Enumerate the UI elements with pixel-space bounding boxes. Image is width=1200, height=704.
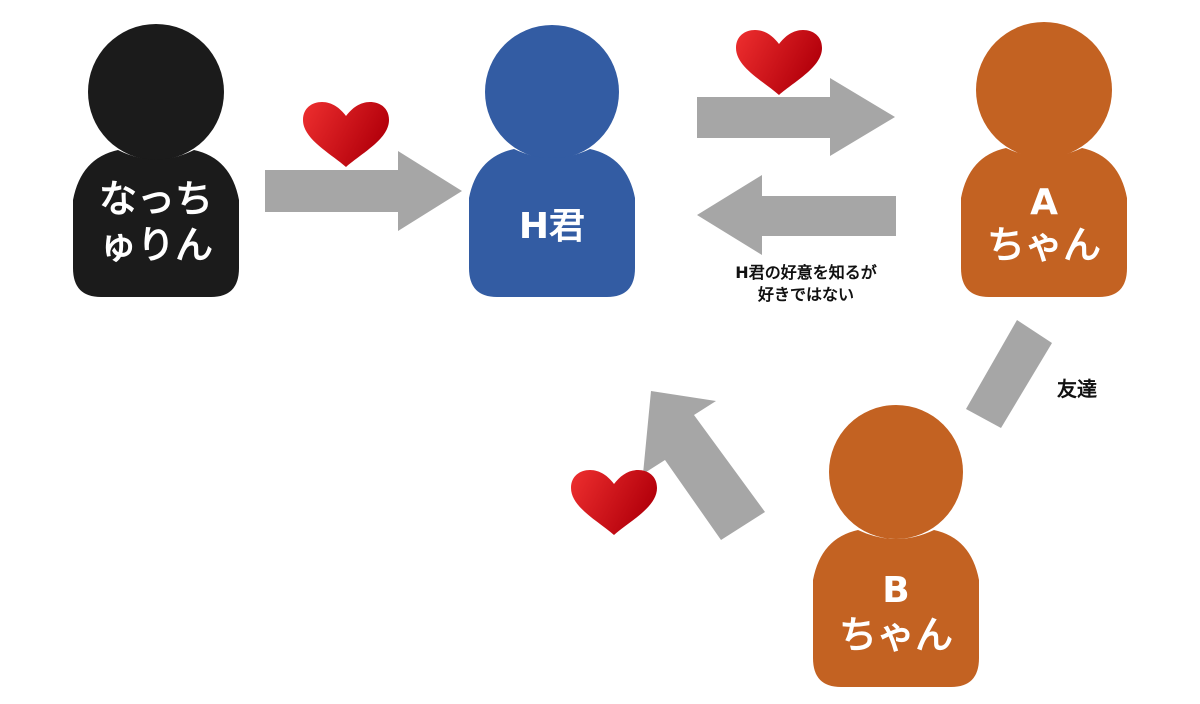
note-h-knows-line1: H君の好意を知るが bbox=[735, 263, 876, 282]
person-name-line1: A bbox=[1030, 182, 1058, 223]
person-h-kun: H君 bbox=[469, 25, 635, 297]
person-head bbox=[88, 24, 224, 160]
person-body bbox=[73, 150, 239, 297]
person-head bbox=[485, 25, 619, 159]
person-natchurin: なっち ゅりん bbox=[73, 24, 239, 297]
heart-icon bbox=[303, 102, 389, 167]
note-friends: 友達 bbox=[1057, 377, 1097, 401]
arrow-b-to-h bbox=[643, 391, 765, 540]
person-body bbox=[469, 149, 635, 297]
person-body bbox=[813, 530, 979, 687]
arrow-h-to-a bbox=[697, 78, 895, 156]
arrow-natchurin-to-h bbox=[265, 151, 462, 231]
person-head bbox=[829, 405, 963, 539]
person-name-line2: ちゃん bbox=[839, 613, 953, 657]
heart-icon bbox=[736, 30, 822, 95]
arrow-a-to-h bbox=[697, 175, 896, 255]
heart-icon bbox=[571, 470, 657, 535]
person-name-line1: なっち bbox=[99, 177, 213, 221]
person-name-line2: ゅりん bbox=[99, 223, 213, 267]
person-b-chan: B ちゃん bbox=[813, 405, 979, 687]
person-name-line1: H君 bbox=[519, 206, 585, 247]
note-h-knows-line2: 好きではない bbox=[757, 285, 854, 304]
person-head bbox=[976, 22, 1112, 158]
person-name-line1: B bbox=[882, 570, 909, 611]
person-a-chan: A ちゃん bbox=[961, 22, 1127, 297]
person-body bbox=[961, 148, 1127, 297]
connector-a-b-friends bbox=[966, 320, 1052, 428]
person-name-line2: ちゃん bbox=[987, 223, 1101, 267]
